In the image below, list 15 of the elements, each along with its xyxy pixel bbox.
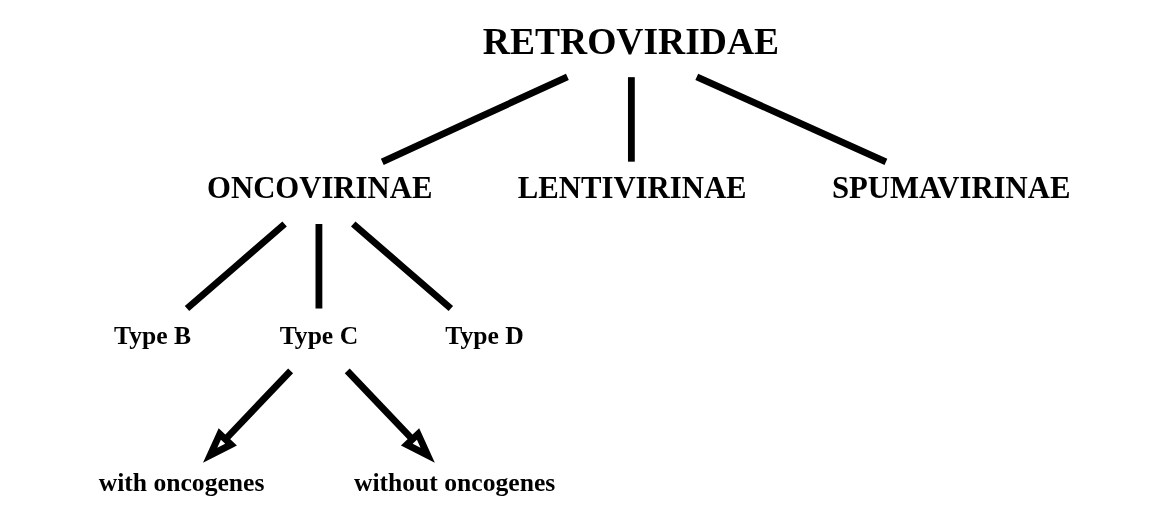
node-text: ONCOVIRINAE <box>207 171 433 206</box>
node-text: Type D <box>445 320 524 350</box>
node-text: RETROVIRIDAE <box>482 20 780 62</box>
node-text: without oncogenes <box>353 467 556 497</box>
node-text: LENTIVIRINAE <box>517 171 747 206</box>
node-text: Type C <box>279 320 359 350</box>
node-text: with oncogenes <box>98 467 265 497</box>
arrow <box>203 368 294 463</box>
connector <box>380 73 569 165</box>
connector <box>184 221 287 312</box>
connector <box>351 221 454 312</box>
connector <box>695 73 888 165</box>
node-text: Type B <box>114 320 192 350</box>
arrow <box>344 368 435 463</box>
node-text: SPUMAVIRINAE <box>832 171 1071 206</box>
